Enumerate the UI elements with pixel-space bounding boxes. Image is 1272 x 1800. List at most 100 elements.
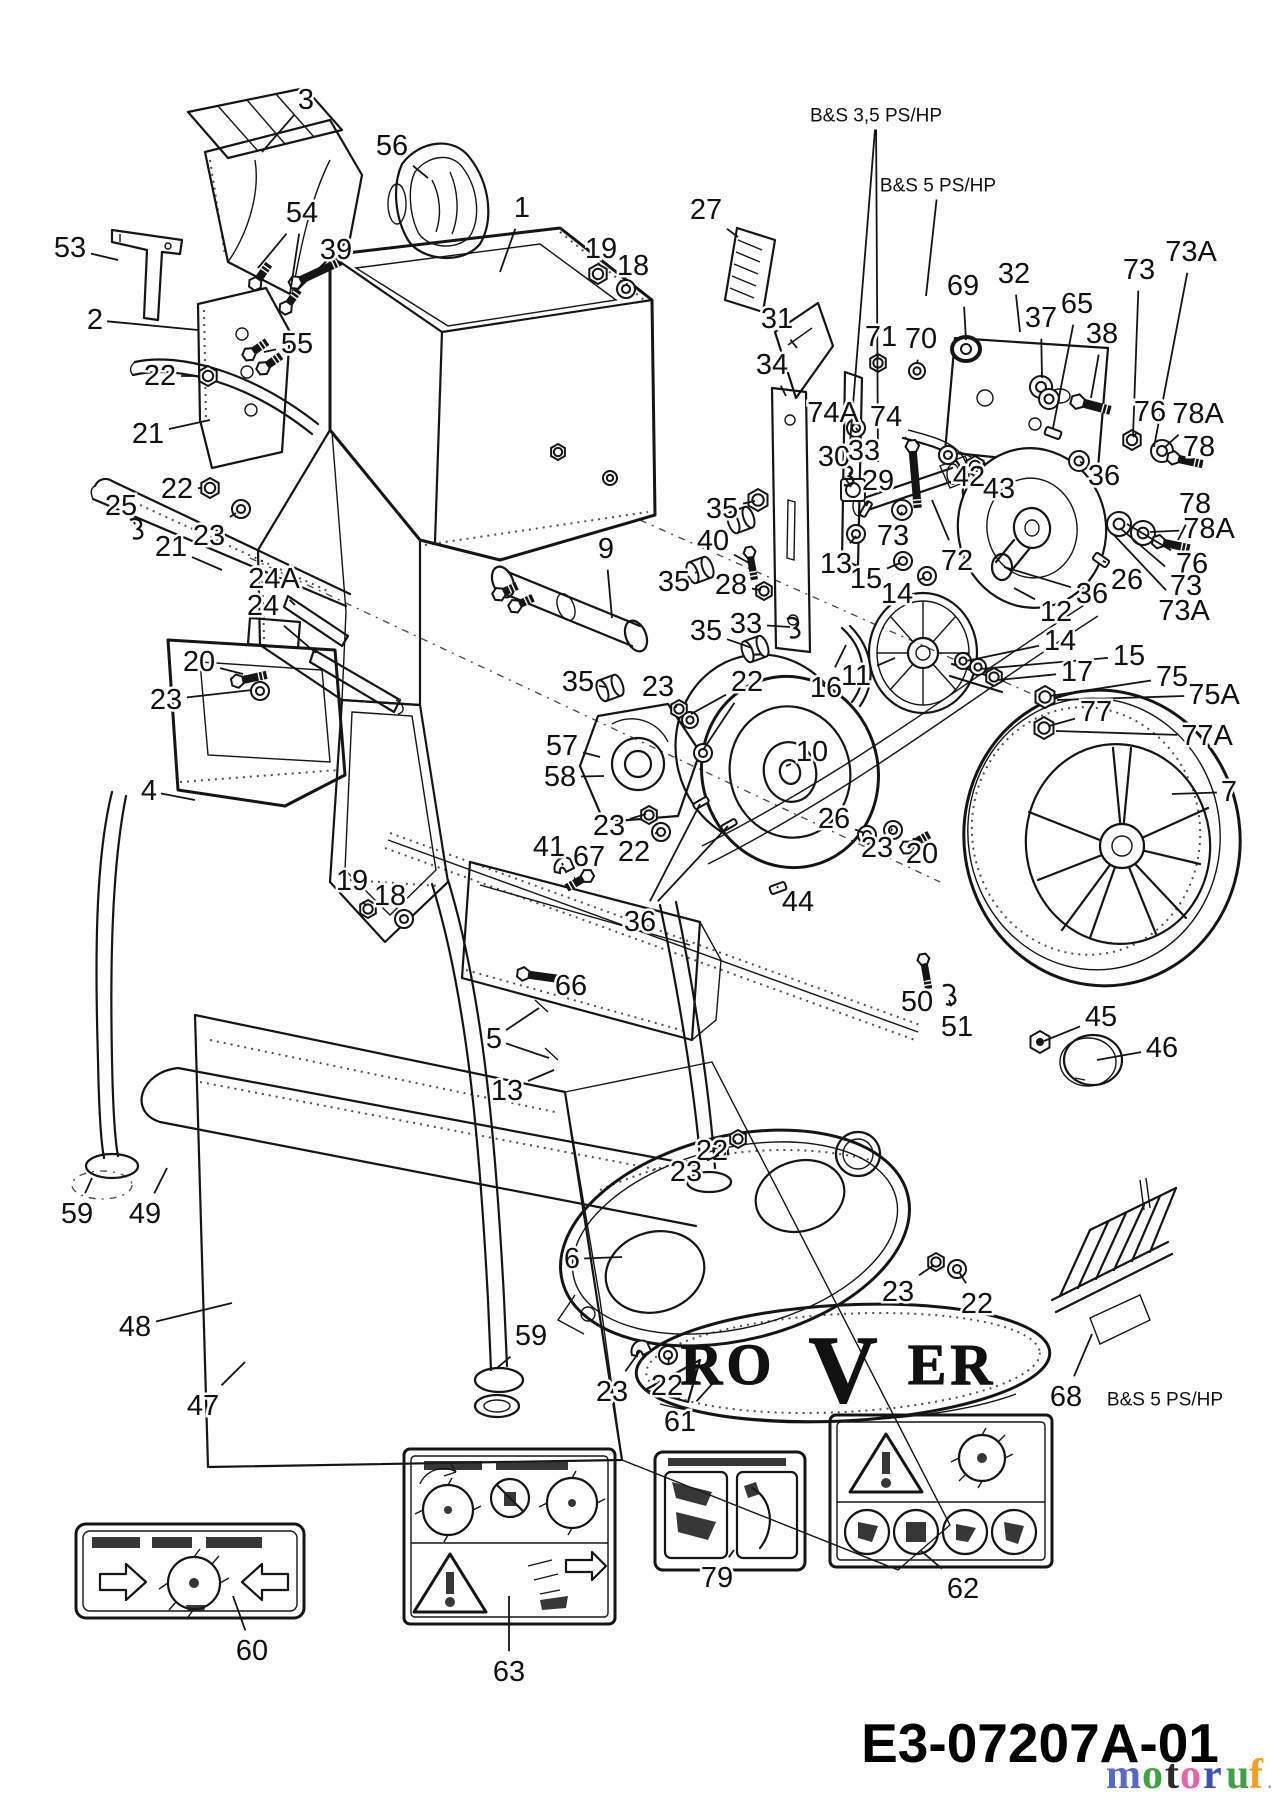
svg-text:23: 23 (593, 810, 625, 842)
svg-text:26: 26 (818, 803, 850, 835)
washer-icon (658, 1345, 678, 1365)
latch-straps (282, 594, 404, 715)
part-callout-18: 18 (614, 248, 652, 286)
watermark-suffix: .de (1267, 1768, 1272, 1793)
svg-text:22: 22 (144, 360, 176, 392)
part-callout-14: 14 (878, 576, 926, 613)
part-callout-24a: 24A (246, 561, 303, 606)
part-callout-71: 71 (862, 319, 900, 358)
svg-text:62: 62 (947, 1573, 979, 1605)
svg-text:20: 20 (183, 646, 215, 678)
svg-text:40: 40 (697, 525, 729, 557)
part-callout-59: 59 (58, 1177, 96, 1233)
decal-warning-hands (402, 1447, 617, 1626)
svg-text:B&S 5 PS/HP: B&S 5 PS/HP (1107, 1390, 1223, 1411)
frame-loop (140, 1066, 702, 1228)
part-callout-35: 35 (703, 491, 756, 528)
bolt-icon (241, 338, 270, 362)
svg-text:59: 59 (515, 1320, 547, 1352)
part-callout-45: 45 (1043, 999, 1120, 1042)
part-callout-23: 23 (858, 828, 896, 867)
decal-direction (74, 1522, 306, 1620)
bolt-icon (507, 594, 535, 614)
part-callout-76: 76 (1131, 394, 1169, 438)
svg-text:73: 73 (877, 520, 909, 552)
part-callout-25: 25 (102, 488, 140, 525)
svg-text:9: 9 (598, 533, 614, 565)
part-callout-78: 78 (1176, 486, 1214, 541)
deflector-chute (166, 616, 347, 808)
bolt-icon (742, 545, 758, 581)
part-callout-31: 31 (758, 301, 798, 349)
decal-warning-pictograms (828, 1413, 1054, 1569)
part-callout-33: 33 (845, 433, 883, 475)
part-callout-5: 5 (483, 1007, 550, 1059)
watermark-letter: t (1165, 1752, 1179, 1798)
part-callout-73: 73 (874, 511, 912, 555)
part-callout-74a: 74A (805, 395, 862, 432)
part-callout-12: 12 (1013, 587, 1075, 631)
svg-text:75: 75 (1156, 661, 1188, 693)
svg-text:48: 48 (119, 1311, 151, 1343)
part-callout-73: 73 (1119, 527, 1205, 605)
part-callout-22: 22 (690, 664, 766, 751)
washer-icon (908, 362, 926, 380)
svg-text:78A: 78A (1172, 398, 1224, 430)
bolt-icon (564, 869, 596, 892)
nut-icon (1034, 684, 1056, 710)
watermark-letter: f (1249, 1752, 1264, 1798)
svg-text:60: 60 (236, 1635, 268, 1667)
nut-icon (985, 666, 1003, 688)
key-icon (1043, 426, 1063, 440)
svg-text:23: 23 (596, 1376, 628, 1408)
svg-text:18: 18 (617, 250, 649, 282)
svg-text:30: 30 (818, 441, 850, 473)
bolt-icon (278, 287, 302, 316)
part-callout-33: 33 (727, 606, 791, 643)
svg-text:35: 35 (690, 615, 722, 647)
part-callout-23: 23 (639, 669, 678, 708)
washer-icon (917, 566, 937, 586)
part-callout-55: 55 (263, 326, 316, 363)
part-callout-7: 7 (1171, 774, 1240, 811)
part-callout-13: 13 (817, 535, 857, 583)
part-callout-35: 35 (687, 613, 753, 650)
svg-text:50: 50 (901, 986, 933, 1018)
rover-right: ER (908, 1332, 997, 1397)
washer-icon (857, 825, 877, 845)
svg-text:66: 66 (555, 970, 587, 1002)
rover-left: RO (681, 1332, 776, 1397)
watermark-letter: o (1142, 1752, 1163, 1798)
svg-text:57: 57 (546, 730, 578, 762)
support-bracket (110, 228, 184, 322)
bolt-icon (904, 438, 922, 509)
spoked-pulley (867, 591, 1006, 715)
part-callout-39: 39 (317, 232, 355, 269)
part-callout-40: 40 (694, 523, 750, 564)
svg-text:22: 22 (618, 836, 650, 868)
svg-text:19: 19 (336, 865, 368, 897)
washer-icon (394, 909, 414, 929)
part-callout-15: 15 (847, 561, 901, 598)
part-callout-51: 51 (938, 999, 976, 1046)
debris-icon (527, 1550, 608, 1610)
roller-icon (740, 634, 770, 664)
svg-text:5: 5 (486, 1023, 502, 1055)
part-callout-bs5pshp: B&S 5 PS/HP (877, 173, 999, 297)
part-callout-10: 10 (785, 734, 831, 771)
svg-text:13: 13 (820, 548, 852, 580)
part-callout-75: 75 (1049, 659, 1191, 697)
part-callout-53: 53 (51, 230, 119, 267)
svg-text:27: 27 (690, 194, 722, 226)
nut-icon (729, 1128, 747, 1150)
bolt-icon (491, 582, 519, 602)
wheel (962, 688, 1242, 988)
part-callout-36: 36 (1003, 566, 1111, 613)
exploded-view-art (71, 86, 1242, 1626)
svg-text:38: 38 (1086, 318, 1118, 350)
part-callout-78a: 78A (1163, 396, 1227, 449)
part-callout-58: 58 (541, 759, 605, 796)
part-callout-1: 1 (499, 190, 533, 273)
svg-text:77A: 77A (1181, 720, 1233, 752)
